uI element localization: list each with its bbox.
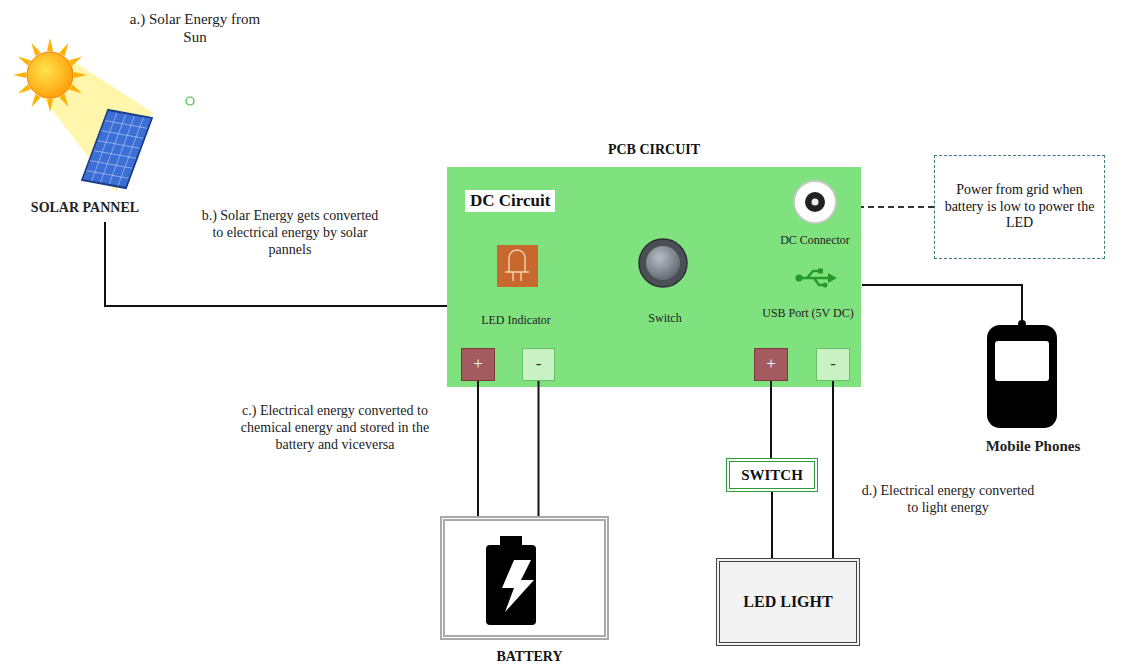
node-text: - [830,354,836,374]
annotation-text: LED Indicator [466,313,566,327]
dc-connector-hole [805,192,825,212]
sun-rays [13,38,87,112]
sun-ray [13,72,26,78]
annotation-text: SOLAR PANNEL [20,200,150,217]
positive-terminal: + [461,348,495,381]
led-indicator [497,245,538,287]
negative-terminal: - [522,348,555,381]
node-text: SWITCH [741,466,803,484]
sun-ray [18,57,31,66]
annotation-text: Mobile Phones [973,437,1093,455]
negative-terminal: - [816,348,850,381]
node-text: + [473,354,483,374]
usb-symbol [796,269,838,288]
wire [770,381,772,458]
phone-screen [995,341,1049,381]
annotation-text: c.) Electrical energy converted to chemi… [240,403,430,453]
led-light-box: LED LIGHT [716,558,860,646]
sun-ray [18,84,31,93]
annotation-text: d.) Electrical energy converted to light… [858,483,1038,517]
node-text: - [536,354,542,374]
sun-ray [32,43,41,56]
sun-ray [59,94,68,107]
dc-connector [794,181,836,223]
annotation-text: b.) Solar Energy gets converted to elect… [195,208,385,258]
sun-ray [59,43,68,56]
small-circle [186,97,194,105]
led-symbol [505,250,529,281]
sun-ray [32,94,41,107]
pcb-board-fill [447,167,861,387]
mobile-phone [987,325,1057,428]
node-text: LED LIGHT [743,592,832,611]
switch-button [639,239,687,287]
wire [538,381,540,516]
grid-note-box: Power from grid when battery is low to p… [934,155,1105,259]
usb-wire [862,285,1022,322]
wire [771,492,773,558]
annotation-text: DC Connector [765,233,865,247]
sun [27,52,73,98]
node-text: Power from grid when battery is low to p… [943,182,1096,232]
solar-panel [82,110,152,188]
sun-ray [47,38,53,51]
wire [832,381,834,558]
circuit-heading: DC Circuit [465,190,555,212]
phone-plug [1018,320,1026,328]
annotation-text: USB Port (5V DC) [748,306,868,320]
battery-box: BATTERY [440,516,609,640]
dc-connector-pin [812,199,819,206]
sun-ray [69,84,82,93]
sun-ray [74,72,87,78]
pcb-board: PCB CIRCUITDC Circuit+-+- [447,167,861,387]
node-text: + [766,354,776,374]
dashed-link [861,206,934,208]
battery-icon [486,545,536,625]
annotation-text: Switch [635,311,695,325]
switch-cap [646,246,680,280]
battery-label: BATTERY [435,649,624,666]
sun-ray [69,57,82,66]
annotation-text: a.) Solar Energy from Sun [120,10,270,46]
board-title: PCB CIRCUIT [447,142,861,159]
positive-terminal: + [754,348,788,381]
sun-ray [47,99,53,112]
battery-bolt [502,560,534,612]
wire [477,381,479,516]
switch-box: SWITCH [726,458,818,492]
